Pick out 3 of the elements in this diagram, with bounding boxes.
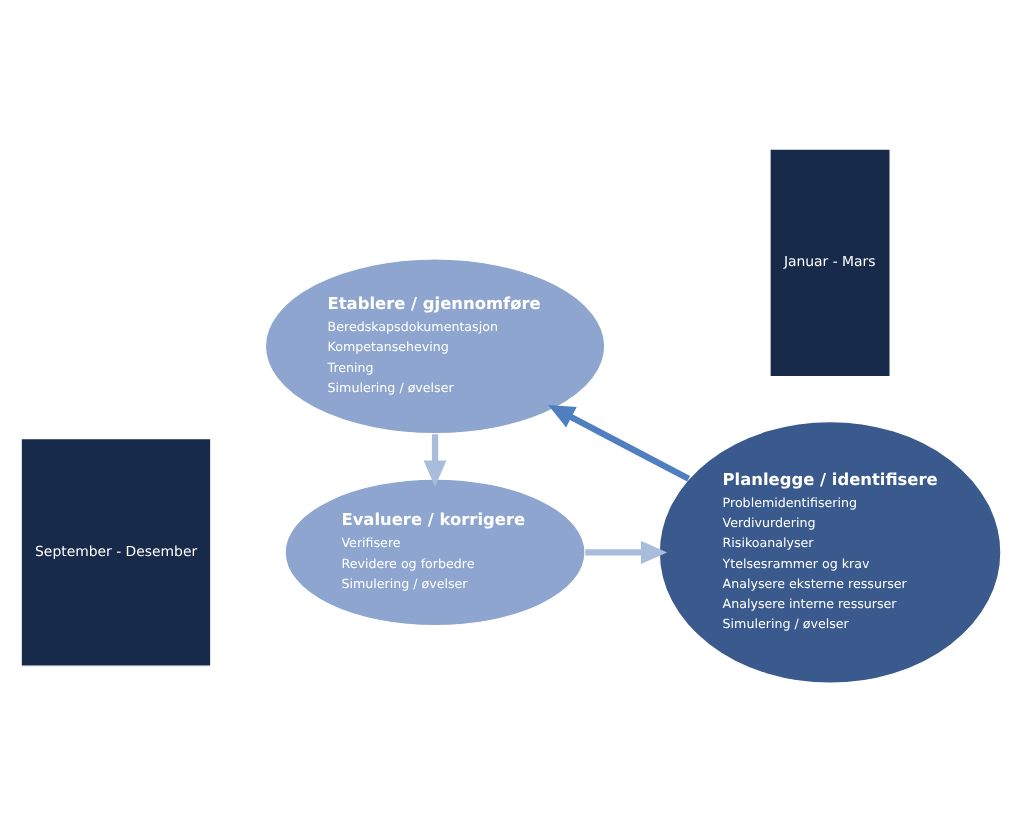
arrow: [548, 405, 691, 482]
arrow: [585, 540, 668, 564]
arrow: [423, 434, 447, 487]
